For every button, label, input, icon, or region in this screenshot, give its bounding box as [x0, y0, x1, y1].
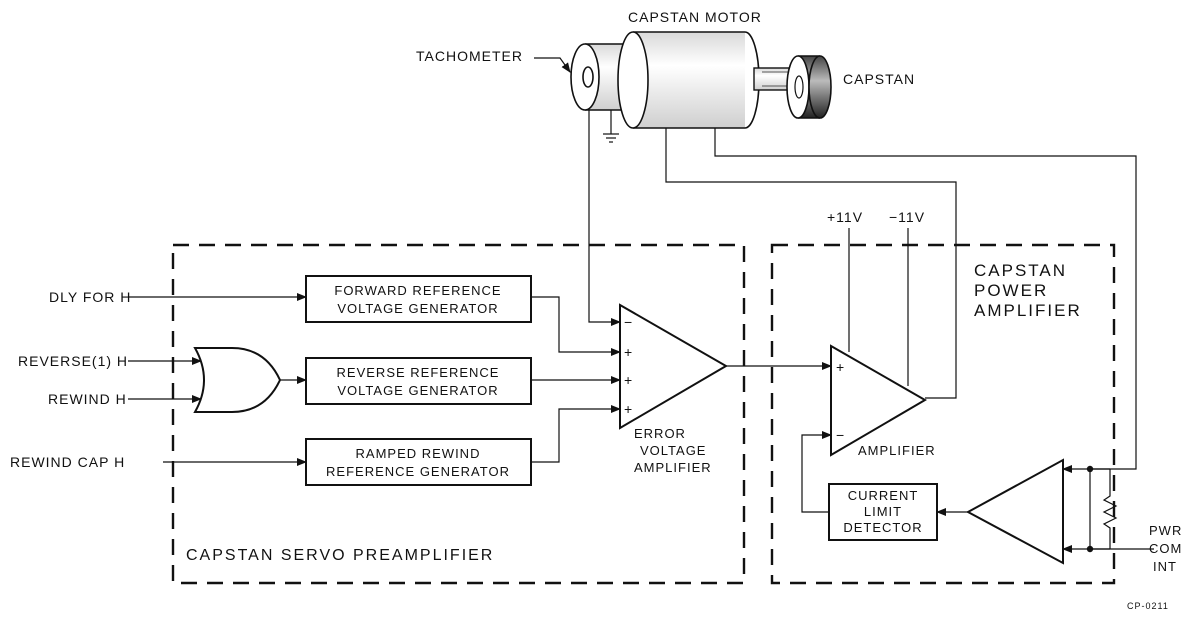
- error-amp-plus-sign-1: +: [624, 344, 633, 360]
- error-voltage-amplifier: − + + + ERROR VOLTAGE AMPLIFIER: [619, 303, 728, 475]
- pwr-com-int-line2: COM: [1149, 541, 1182, 556]
- error-amp-label-line3: AMPLIFIER: [634, 460, 712, 475]
- capstan-motor-body: [617, 31, 760, 129]
- reverse-reference-generator: REVERSE REFERENCE VOLTAGE GENERATOR: [305, 357, 532, 405]
- error-amp-minus-sign: −: [624, 314, 633, 330]
- power-amp-minus-sign: −: [836, 427, 845, 443]
- capstan-label: CAPSTAN: [843, 71, 915, 87]
- current-sense-amplifier: [965, 458, 1064, 565]
- sense-resistor-icon: [1102, 469, 1118, 549]
- capstan-shaft: [753, 67, 797, 91]
- power-amp-title-line3: AMPLIFIER: [974, 301, 1082, 320]
- or-gate-icon: [193, 347, 282, 413]
- ramped-gen-line2: REFERENCE GENERATOR: [326, 464, 510, 479]
- ramped-rewind-generator: RAMPED REWIND REFERENCE GENERATOR: [305, 438, 532, 486]
- plus-11v-label: +11V: [827, 209, 863, 225]
- amplifier-label: AMPLIFIER: [858, 443, 936, 458]
- error-amp-label-line2: VOLTAGE: [640, 443, 706, 458]
- pwr-com-int-line1: PWR: [1149, 523, 1182, 538]
- power-amp-plus-sign: +: [836, 359, 845, 375]
- current-limit-detector: CURRENT LIMIT DETECTOR: [828, 483, 938, 541]
- ground-icon: [603, 110, 619, 143]
- preamplifier-title: CAPSTAN SERVO PREAMPLIFIER: [186, 547, 494, 564]
- input-dly-for-label: DLY FOR H: [49, 289, 131, 305]
- ramped-gen-line1: RAMPED REWIND: [356, 446, 481, 461]
- error-amp-plus-sign-2: +: [624, 372, 633, 388]
- pwr-com-int-line3: INT: [1153, 559, 1177, 574]
- current-limit-line2: LIMIT: [864, 504, 902, 519]
- motor-assembly: CAPSTAN MOTOR CAPSTAN TACHOMETER: [416, 9, 915, 143]
- capstan-motor-label: CAPSTAN MOTOR: [628, 9, 762, 25]
- power-amp-title-line1: CAPSTAN: [974, 261, 1067, 280]
- tachometer-label: TACHOMETER: [416, 48, 523, 64]
- capstan-wheel: [786, 55, 832, 119]
- forward-reference-generator: FORWARD REFERENCE VOLTAGE GENERATOR: [305, 275, 532, 323]
- input-reverse-label: REVERSE(1) H: [18, 353, 128, 369]
- power-amplifier: + − AMPLIFIER: [830, 344, 936, 458]
- current-limit-line1: CURRENT: [848, 488, 919, 503]
- reverse-gen-line1: REVERSE REFERENCE: [337, 365, 500, 380]
- power-amplifier-region: [770, 243, 1116, 585]
- error-amp-label-line1: ERROR: [634, 426, 686, 441]
- tachometer-pointer: [534, 57, 571, 73]
- wiring: [128, 110, 1154, 553]
- forward-gen-line1: FORWARD REFERENCE: [334, 283, 501, 298]
- minus-11v-label: −11V: [889, 209, 925, 225]
- input-rewind-label: REWIND H: [48, 391, 127, 407]
- document-code: CP-0211: [1127, 601, 1169, 611]
- forward-gen-line2: VOLTAGE GENERATOR: [337, 301, 498, 316]
- reverse-gen-line2: VOLTAGE GENERATOR: [337, 383, 498, 398]
- input-rewind-cap-label: REWIND CAP H: [10, 454, 125, 470]
- preamplifier-region: [171, 243, 746, 585]
- power-amp-title-line2: POWER: [974, 281, 1048, 300]
- current-limit-line3: DETECTOR: [843, 520, 922, 535]
- error-amp-plus-sign-3: +: [624, 401, 633, 417]
